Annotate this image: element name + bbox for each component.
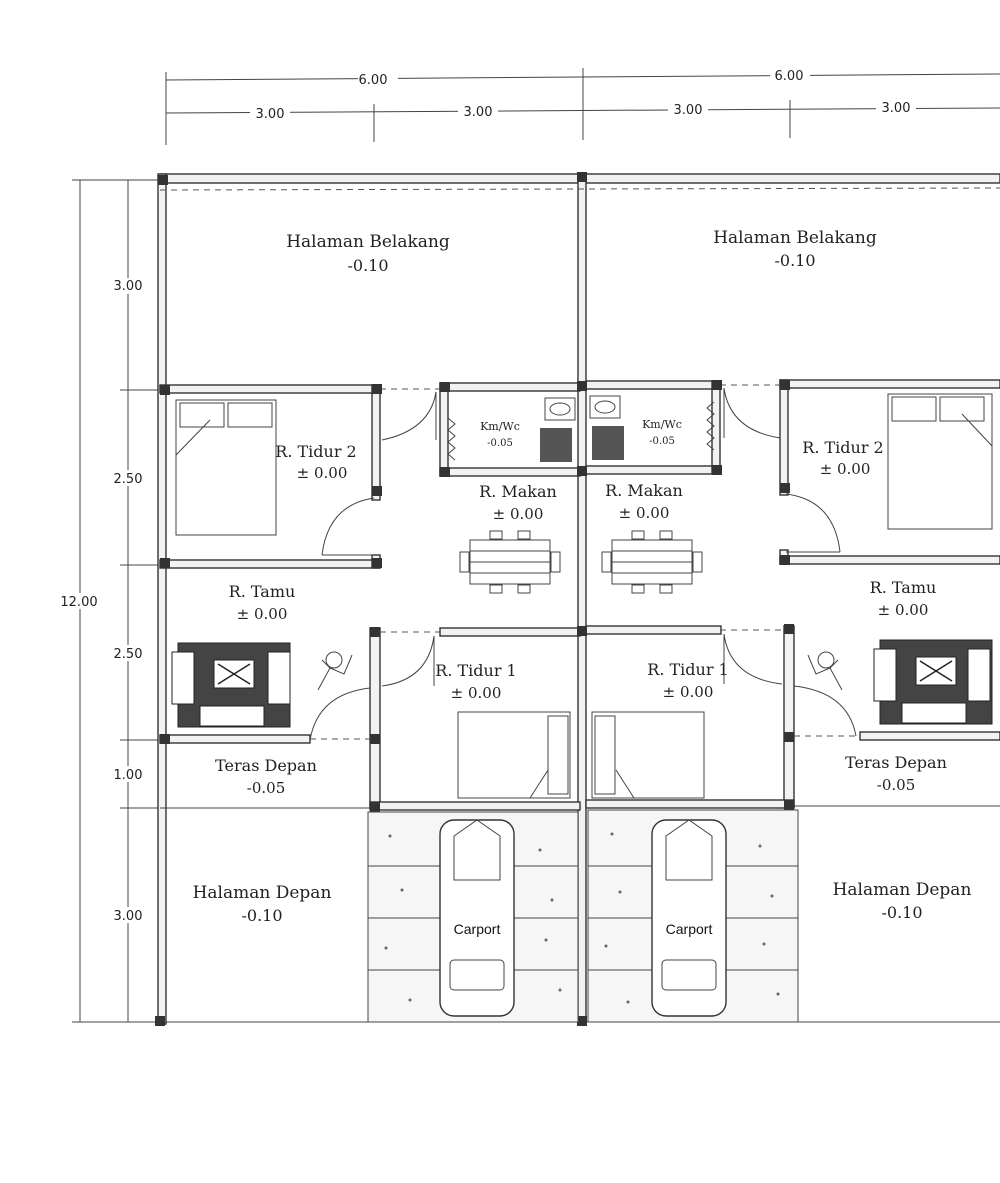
dim-left-2: 2.50 [114,472,143,487]
dim-top-minor-2: 3.00 [464,105,493,120]
dining-table-right [601,530,703,594]
label-teras-right: Teras Depan [845,753,947,772]
car-right [651,819,727,1017]
level-teras-left: -0.05 [247,779,285,797]
level-tidur-2-left: ± 0.00 [297,464,348,482]
dim-left-1: 3.00 [114,279,143,294]
car-left [439,819,515,1017]
dim-top-minor-1: 3.00 [256,107,285,122]
label-halaman-belakang-left: Halaman Belakang [286,232,450,252]
dim-top-minor-3: 3.00 [674,103,703,118]
left-dimension-lines: 12.00 3.00 2.50 2.50 1.00 3.00 [54,179,160,1023]
label-halaman-depan-left: Halaman Depan [193,883,332,903]
bed-left-tidur-2 [175,399,277,536]
room-labels: Halaman Belakang -0.10 Halaman Belakang … [193,228,972,937]
level-halaman-depan-right: -0.10 [881,903,922,922]
door-swings [309,387,857,741]
dim-left-4: 1.00 [114,768,143,783]
label-carport-right: Carport [666,921,713,937]
label-kmwc-right: Km/Wc [642,418,682,431]
level-tamu-left: ± 0.00 [237,605,288,623]
person-figure-left [317,651,353,691]
label-halaman-depan-right: Halaman Depan [833,880,972,900]
level-kmwc-left: -0.05 [487,438,513,449]
bed-right-tidur-2 [887,393,993,530]
furniture [171,393,993,799]
top-dimension-lines: 6.00 6.00 3.00 3.00 3.00 3.00 [165,66,1000,145]
level-tidur-1-right: ± 0.00 [663,683,714,701]
label-tidur-1-right: R. Tidur 1 [647,660,728,679]
label-makan-right: R. Makan [605,481,683,500]
toilet-fixtures [540,395,624,462]
level-teras-right: -0.05 [877,776,915,794]
dim-top-major-1: 6.00 [359,73,388,88]
room-walls [159,379,1000,812]
label-tidur-1-left: R. Tidur 1 [435,661,516,680]
dim-left-3: 2.50 [114,647,143,662]
level-halaman-belakang-right: -0.10 [774,251,815,270]
level-halaman-belakang-left: -0.10 [347,256,388,275]
label-teras-left: Teras Depan [215,756,317,775]
sofa-set-right [873,639,993,725]
level-makan-left: ± 0.00 [493,505,544,523]
person-figure-right [807,651,843,691]
dim-left-5: 3.00 [114,909,143,924]
label-kmwc-left: Km/Wc [480,420,520,433]
label-tidur-2-right: R. Tidur 2 [802,438,883,457]
sofa-set-left [171,642,291,728]
site-boundary [155,172,1000,1026]
bed-left-tidur-1 [457,711,571,799]
label-tidur-2-left: R. Tidur 2 [275,442,356,461]
label-tamu-right: R. Tamu [870,578,937,597]
bed-right-tidur-1 [591,711,705,799]
label-makan-left: R. Makan [479,482,557,501]
dim-top-major-2: 6.00 [775,69,804,84]
label-halaman-belakang-right: Halaman Belakang [713,228,877,248]
dim-top-minor-4: 3.00 [882,101,911,116]
dining-table-left [459,530,561,594]
label-carport-left: Carport [454,921,501,937]
level-tidur-1-left: ± 0.00 [451,684,502,702]
level-halaman-depan-left: -0.10 [241,906,282,925]
level-tamu-right: ± 0.00 [878,601,929,619]
label-tamu-left: R. Tamu [229,582,296,601]
level-makan-right: ± 0.00 [619,504,670,522]
level-kmwc-right: -0.05 [649,436,675,447]
level-tidur-2-right: ± 0.00 [820,460,871,478]
dim-left-total: 12.00 [60,595,97,610]
